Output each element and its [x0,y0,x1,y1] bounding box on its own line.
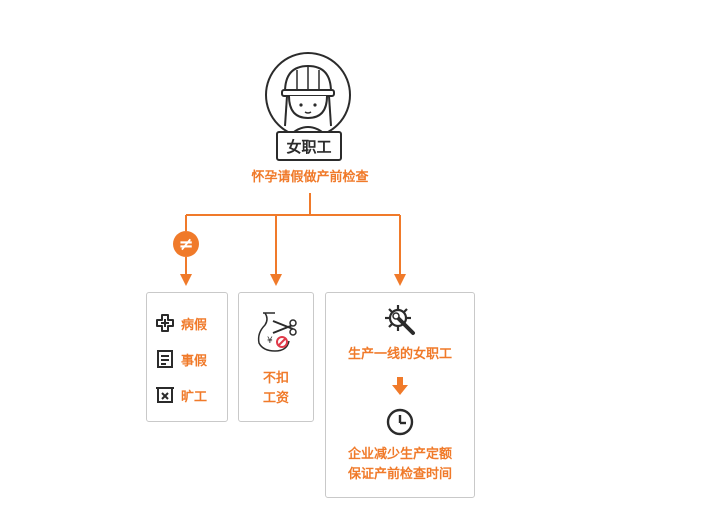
not-equal-badge: ≠ [173,231,199,257]
svg-text:¥: ¥ [267,336,273,346]
clock-icon [386,408,414,436]
gear-wrench-icon [385,305,415,335]
leave-types-box: 病假 事假 旷工 [146,292,228,422]
list-item: 事假 [155,349,207,369]
scissors-money-bag-icon: ¥ [257,312,297,352]
hard-hat-worker-icon [281,64,335,136]
female-worker-avatar [265,52,351,138]
ensure-time-text: 保证产前检查时间 [347,467,452,482]
absence-icon [156,387,174,403]
list-item: 病假 [155,313,207,333]
subtitle: 怀孕请假做产前检查 [251,170,369,185]
item-label: 旷工 [181,389,208,405]
document-icon [157,350,173,368]
list-item: 旷工 [155,385,207,405]
down-arrow-icon [392,377,408,395]
no-deduction-line1: 不扣 [262,371,289,386]
item-label: 事假 [181,353,208,369]
item-label: 病假 [181,317,208,333]
frontline-workers-box: 生产一线的女职工 企业减少生产定额 保证产前检查时间 [325,292,475,498]
frontline-text: 生产一线的女职工 [347,347,452,362]
no-deduction-line2: 工资 [262,391,289,406]
name-label: 女职工 [276,131,342,161]
no-deduction-box: ¥ 不扣 工资 [238,292,314,422]
medical-cross-icon [156,314,174,332]
reduce-quota-text: 企业减少生产定额 [347,447,452,462]
